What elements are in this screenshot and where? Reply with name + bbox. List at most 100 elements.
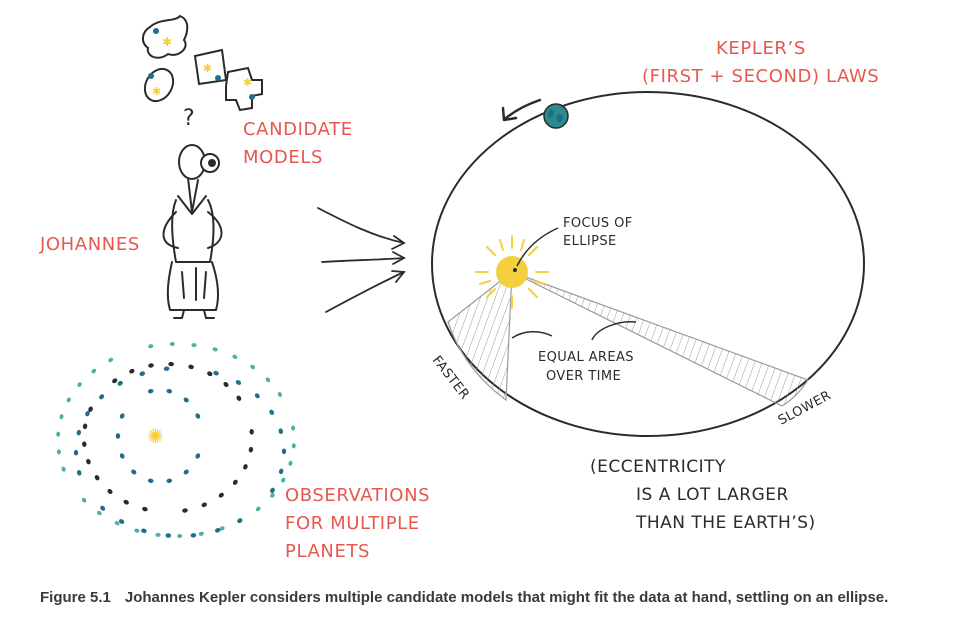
observation-dot	[119, 413, 125, 419]
question-mark: ?	[183, 106, 195, 131]
observation-dot	[134, 528, 140, 533]
observation-dot	[148, 363, 154, 368]
observation-dot	[77, 382, 82, 388]
observation-dot	[219, 526, 225, 531]
observation-dot	[114, 521, 120, 526]
observation-dot	[265, 377, 271, 383]
observation-dot	[212, 347, 218, 352]
observation-dot	[291, 443, 296, 449]
observation-dot	[177, 533, 183, 539]
planet-icon	[543, 103, 569, 129]
focus-pointer	[516, 227, 559, 267]
observation-dot	[232, 479, 238, 485]
observation-dot	[76, 429, 82, 436]
equal-areas-label: EQUAL AREAS OVER TIME	[538, 350, 638, 384]
observation-dot	[76, 470, 82, 476]
johannes-arm-right	[207, 211, 223, 249]
observation-dot	[288, 460, 293, 466]
sun-icon	[475, 235, 549, 309]
observation-dot	[277, 392, 283, 397]
observation-dot	[166, 388, 173, 394]
observation-dot	[81, 497, 87, 503]
observation-dot	[191, 343, 197, 348]
observation-dot	[86, 458, 91, 465]
observation-dot	[250, 364, 256, 370]
observation-dot	[88, 406, 93, 412]
observation-dot	[96, 510, 102, 516]
johannes-robe	[166, 261, 220, 311]
johannes-beard	[187, 177, 199, 213]
candidate-models-accents: ✱ ✱ ✱ ✱	[148, 28, 255, 100]
observation-dot	[188, 364, 194, 370]
blob-model-icon	[142, 14, 189, 59]
observations-label: OBSERVATIONS FOR MULTIPLE PLANETS	[285, 485, 437, 562]
observations-scatter	[56, 341, 296, 539]
observation-dot	[99, 394, 105, 400]
observation-dot	[232, 354, 238, 359]
candidate-models-label: CANDIDATE MODELS	[243, 119, 359, 168]
observation-dot	[198, 531, 204, 536]
observation-dot	[115, 433, 121, 439]
observation-dot	[255, 506, 261, 512]
johannes-leg-right	[203, 309, 215, 319]
observation-dot	[236, 395, 242, 401]
observation-dot	[223, 381, 229, 388]
observation-dot	[166, 478, 173, 484]
observation-dot	[118, 519, 125, 524]
observation-dot	[278, 428, 284, 434]
observation-dot	[82, 423, 88, 430]
svg-text:✱: ✱	[243, 76, 252, 89]
observation-sun-icon: ✺	[147, 424, 164, 448]
observation-dot	[85, 410, 90, 417]
observation-dot	[213, 370, 219, 376]
arrow-top	[317, 207, 405, 244]
focus-label: FOCUS OF ELLIPSE	[563, 216, 637, 249]
observation-dot	[207, 371, 213, 377]
figure-number: Figure 5.1	[40, 589, 111, 606]
observation-dot	[108, 357, 114, 363]
svg-text:✱: ✱	[203, 62, 212, 75]
observation-dot	[291, 425, 296, 431]
observation-dot	[129, 368, 135, 374]
svg-text:✱: ✱	[162, 35, 172, 49]
candidate-models-sketches	[142, 14, 263, 112]
observation-dot	[59, 414, 64, 420]
observation-dot	[142, 506, 148, 512]
observation-dot	[119, 453, 125, 459]
observation-dot	[139, 371, 146, 376]
observation-dot	[123, 499, 129, 505]
observation-dot	[148, 344, 154, 349]
orbit-direction-arrow	[504, 98, 542, 120]
johannes-arm-left	[162, 211, 179, 249]
observation-dot	[168, 361, 174, 367]
observation-dot	[147, 388, 154, 394]
observation-dot	[195, 453, 201, 459]
arrow-middle	[321, 257, 405, 263]
observation-dot	[117, 380, 123, 386]
observation-dot	[270, 487, 275, 494]
observation-dot	[147, 478, 154, 484]
johannes-figure	[162, 144, 223, 319]
observation-dot	[195, 413, 201, 419]
observation-dot	[218, 492, 224, 498]
faster-label: FASTER	[429, 353, 472, 402]
observation-dot	[235, 380, 242, 385]
observation-dot	[91, 368, 97, 374]
kepler-laws-title: KEPLER’S (FIRST + SECOND) LAWS	[642, 38, 879, 87]
observation-dot	[56, 431, 61, 437]
focus-point	[513, 268, 517, 272]
observation-dot	[201, 502, 207, 508]
steps-model-icon	[225, 66, 263, 112]
johannes-collar	[177, 195, 207, 215]
arrow-bottom	[325, 271, 405, 313]
observation-dot	[131, 469, 137, 475]
observation-dot	[56, 449, 61, 455]
equal-area-sector-slower	[511, 271, 809, 407]
observation-dot	[281, 477, 286, 483]
observation-dot	[281, 448, 287, 455]
observation-dot	[183, 469, 189, 475]
observation-dot	[270, 492, 275, 498]
equal-areas-pointer-left	[511, 331, 553, 339]
